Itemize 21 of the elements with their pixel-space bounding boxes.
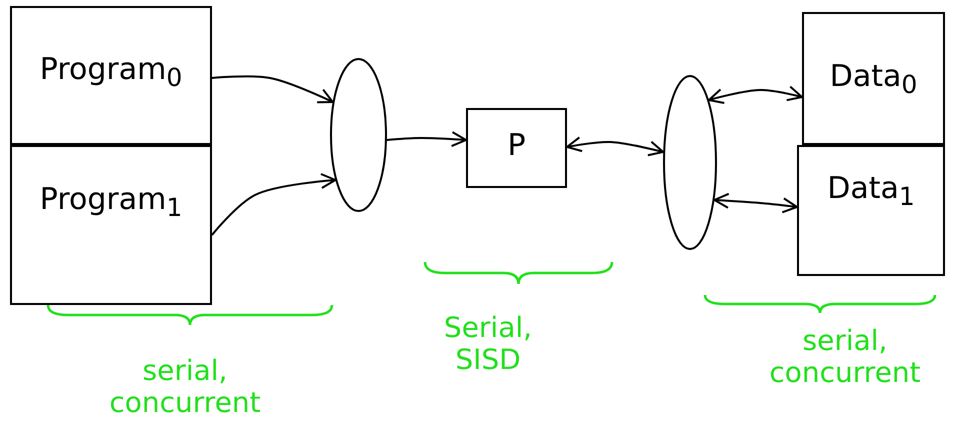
annotation-text: serial, concurrent — [768, 325, 922, 390]
arrow — [708, 86, 803, 104]
node-label: P — [506, 128, 527, 163]
process-box — [797, 145, 945, 276]
arrow — [713, 192, 798, 214]
process-box — [10, 6, 212, 145]
process-box — [466, 108, 567, 188]
arrow — [212, 75, 334, 104]
node-label: Data$_{1}$ — [826, 171, 916, 211]
node-label: Program$_{1}$ — [38, 182, 184, 222]
process-box — [10, 145, 212, 305]
arrow — [211, 173, 336, 236]
ellipse-shape — [663, 75, 717, 250]
annotation-text: serial, concurrent — [108, 355, 262, 420]
process-box — [802, 12, 945, 145]
arrow — [566, 136, 664, 156]
arrow — [386, 131, 467, 148]
node-label: Data$_{0}$ — [828, 59, 918, 99]
node-label: Program$_{0}$ — [38, 52, 184, 92]
ellipse-shape — [330, 58, 387, 212]
annotation-text: Serial, SISD — [442, 312, 534, 376]
